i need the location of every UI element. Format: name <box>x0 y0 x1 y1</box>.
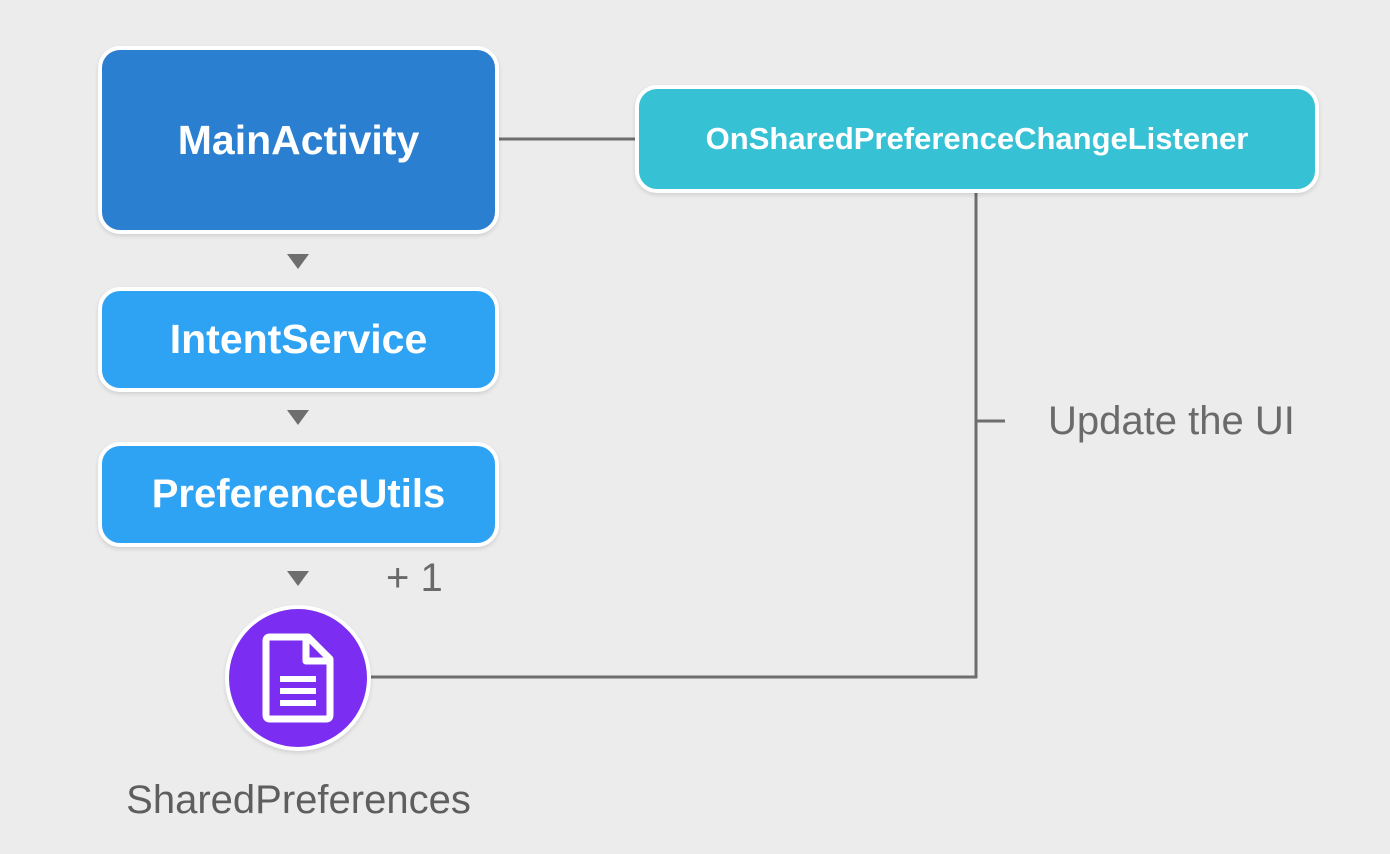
listener-label: OnSharedPreferenceChangeListener <box>705 121 1249 156</box>
document-icon <box>262 633 334 723</box>
arrow-down-icon <box>287 254 309 269</box>
intent-service-label: IntentService <box>169 316 428 362</box>
shared-preferences-label: SharedPreferences <box>126 778 471 822</box>
intent-service-box: IntentService <box>98 287 499 392</box>
arrow-down-icon <box>287 571 309 586</box>
listener-box: OnSharedPreferenceChangeListener <box>635 85 1319 193</box>
preference-utils-label: PreferenceUtils <box>151 472 446 516</box>
main-activity-label: MainActivity <box>177 116 420 163</box>
preference-utils-box: PreferenceUtils <box>98 442 499 547</box>
arrow-down-icon <box>287 410 309 425</box>
shared-preferences-node <box>225 605 371 751</box>
main-activity-box: MainActivity <box>98 46 499 234</box>
update-ui-annotation: Update the UI <box>1048 399 1295 443</box>
plus-one-annotation: + 1 <box>386 556 443 600</box>
